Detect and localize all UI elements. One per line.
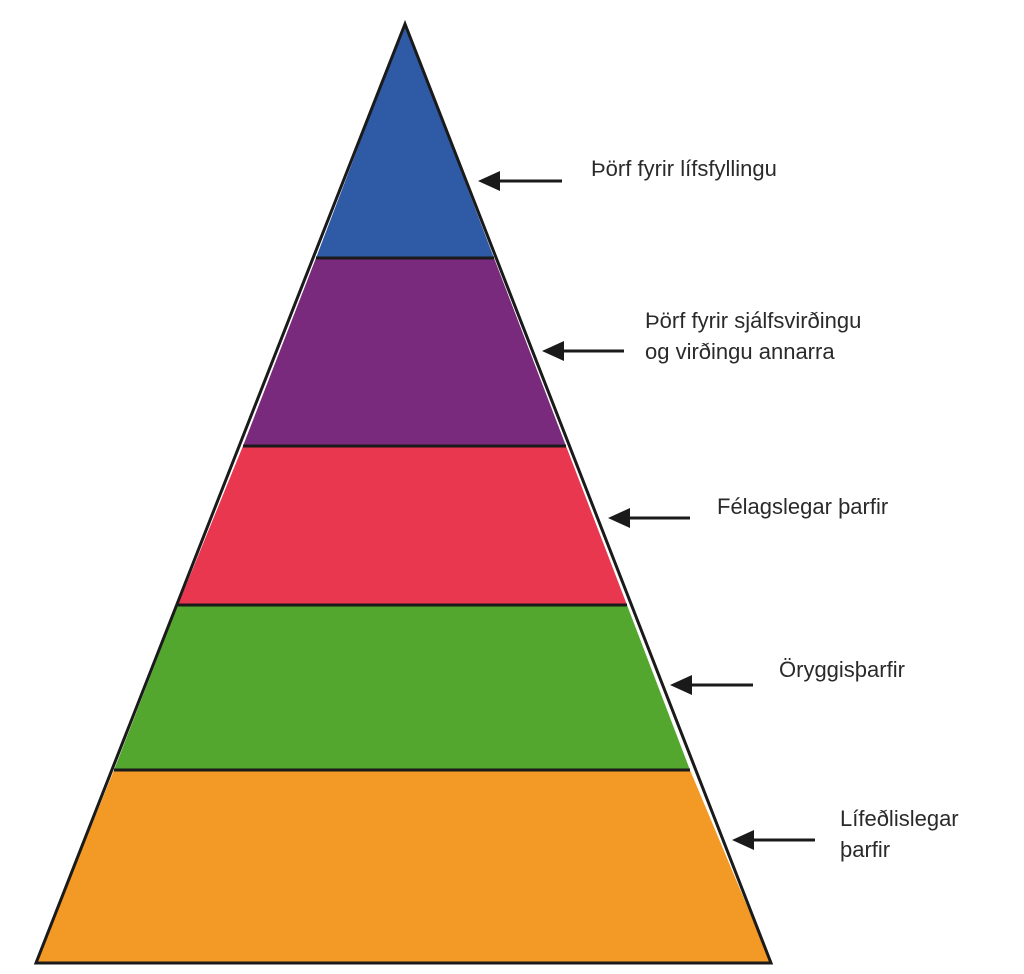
arrow-social (608, 508, 690, 528)
label-self-actualization: Þörf fyrir lífsfyllingu (591, 153, 777, 184)
pyramid-level-safety (114, 605, 690, 770)
pyramid-outline (33, 19, 774, 965)
label-line: Lífeðlislegar (840, 806, 959, 831)
pyramid-level-social (178, 446, 627, 605)
label-line: þarfir (840, 837, 891, 862)
arrow-physiological (732, 830, 815, 850)
label-line: og virðingu annarra (645, 339, 835, 364)
pyramid-level-esteem (243, 258, 566, 446)
label-esteem: Þörf fyrir sjálfsvirðingu og virðingu an… (645, 305, 861, 367)
label-physiological: Lífeðlislegar þarfir (840, 803, 959, 865)
pyramid-level-self-actualization (316, 24, 494, 258)
arrow-esteem (542, 341, 624, 361)
arrow-safety (670, 675, 753, 695)
label-line: Öryggisþarfir (779, 657, 905, 682)
label-safety: Öryggisþarfir (779, 654, 905, 685)
pyramid-level-physiological (36, 770, 771, 963)
label-line: Félagslegar þarfir (717, 494, 889, 519)
label-social: Félagslegar þarfir (717, 491, 888, 522)
arrow-self-actualization (478, 171, 562, 191)
label-line: Þörf fyrir lífsfyllingu (591, 156, 777, 181)
label-line: Þörf fyrir sjálfsvirðingu (645, 308, 862, 333)
